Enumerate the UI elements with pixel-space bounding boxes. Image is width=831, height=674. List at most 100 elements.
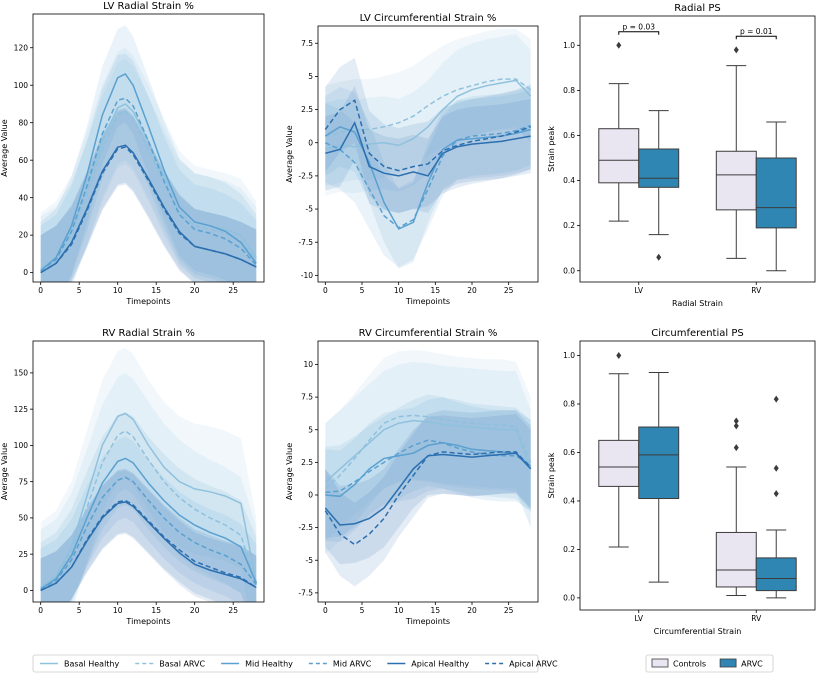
series-line-mid-healthy [40,73,257,272]
band-basal-arvc [40,59,257,282]
outlier-marker [773,490,779,498]
y-tick-label: 5 [308,425,313,434]
band-mid-healthy [40,412,257,602]
plot-frame [32,13,265,283]
band-apical-arvc [325,57,531,213]
plot-frame [579,340,816,611]
y-tick-label: 125 [14,405,29,414]
y-tick-label: 20 [18,231,28,240]
x-tick-label: 0 [38,286,43,295]
box-rv-controls [715,46,757,259]
p-value-label: p = 0.01 [740,27,773,36]
x-tick-label: LV [635,614,644,623]
outlier-marker [733,417,739,425]
significance-bracket [735,35,777,40]
legend-frame [645,654,774,673]
box-body [715,150,757,211]
x-axis-label: Timepoints [125,617,170,626]
x-tick-label: 5 [360,286,365,295]
series-line-mid-arvc [40,476,257,590]
chart-title: RV Circumferential Strain % [359,328,498,339]
x-tick-label: 20 [190,606,200,615]
y-tick-label: 0.6 [563,131,575,140]
y-axis-label: Average Value [0,443,9,500]
box-lv-arvc [638,110,680,261]
band-apical-arvc [40,109,257,282]
band-mid-healthy [325,87,531,269]
legend-swatch-arvc [719,658,737,668]
x-tick-label: 10 [113,606,123,615]
series-line-basal-healthy [325,79,532,151]
legend-label-apical-healthy: Apical Healthy [411,660,469,669]
band-mid-arvc [325,394,531,539]
box-lv-controls [598,41,640,222]
x-axis-label: Radial Strain [672,299,723,308]
series-line-basal-arvc [40,110,257,270]
band-basal-healthy [40,348,257,602]
series-line-basal-arvc [324,414,532,490]
x-tick-label: 10 [394,606,404,615]
box-lv-arvc [638,372,680,583]
chart-title: LV Radial Strain % [103,1,194,12]
x-tick-label: 5 [77,606,82,615]
y-tick-label: 0.0 [563,593,575,602]
band-mid-healthy [325,397,531,542]
y-tick-label: 0.4 [563,497,575,506]
box-body [598,128,640,184]
outlier-marker [733,444,739,452]
chart-title: LV Circumferential Strain % [360,13,497,24]
series-line-basal-healthy [40,412,258,589]
chart-title: Radial PS [674,3,720,14]
series-line-apical-arvc [324,451,532,546]
band-basal-arvc [325,28,531,187]
x-tick-label: LV [635,286,644,295]
y-tick-label: 7.5 [301,39,313,48]
legend-label-mid-arvc: Mid ARVC [333,660,372,669]
chart-title: RV Radial Strain % [102,328,195,339]
box-body [755,557,797,592]
plot-area [324,350,532,587]
series-line-apical-arvc [324,99,531,172]
box-rv-arvc [755,121,797,272]
series-line-mid-arvc [40,97,257,272]
y-tick-label: 80 [18,118,28,127]
y-tick-label: 0.8 [563,86,575,95]
y-axis-label: Average Value [285,443,294,500]
band-basal-arvc [40,372,257,602]
series-line-mid-healthy [325,442,532,498]
y-tick-label: 0 [308,491,313,500]
x-tick-label: 0 [323,606,328,615]
x-tick-label: RV [751,614,762,623]
x-axis-label: Timepoints [405,617,450,626]
band-apical-healthy [40,470,257,602]
y-tick-label: -5 [306,205,314,214]
x-tick-label: 25 [228,286,238,295]
plot-frame [317,340,539,603]
p-value-label: p = 0.03 [622,22,655,31]
plot-area [324,28,532,269]
box-rv-arvc [755,395,797,599]
legend-swatch-controls [651,658,669,668]
band-basal-healthy [325,34,531,196]
series-line-apical-arvc [40,499,257,592]
y-tick-label: -10 [301,271,313,280]
band-basal-healthy [325,361,531,541]
box-body [755,157,797,229]
outlier-marker [733,46,739,54]
band-apical-arvc [325,410,531,587]
x-axis-label: Circumferential Strain [654,627,742,636]
y-tick-label: 1.0 [563,41,575,50]
plot-frame [579,15,816,283]
legend-label-apical-arvc: Apical ARVC [509,660,558,669]
significance-bracket [618,31,660,35]
x-tick-label: 5 [77,286,82,295]
series-line-apical-healthy [325,120,531,177]
y-tick-label: 0.4 [563,176,575,185]
y-tick-label: -2.5 [298,171,313,180]
